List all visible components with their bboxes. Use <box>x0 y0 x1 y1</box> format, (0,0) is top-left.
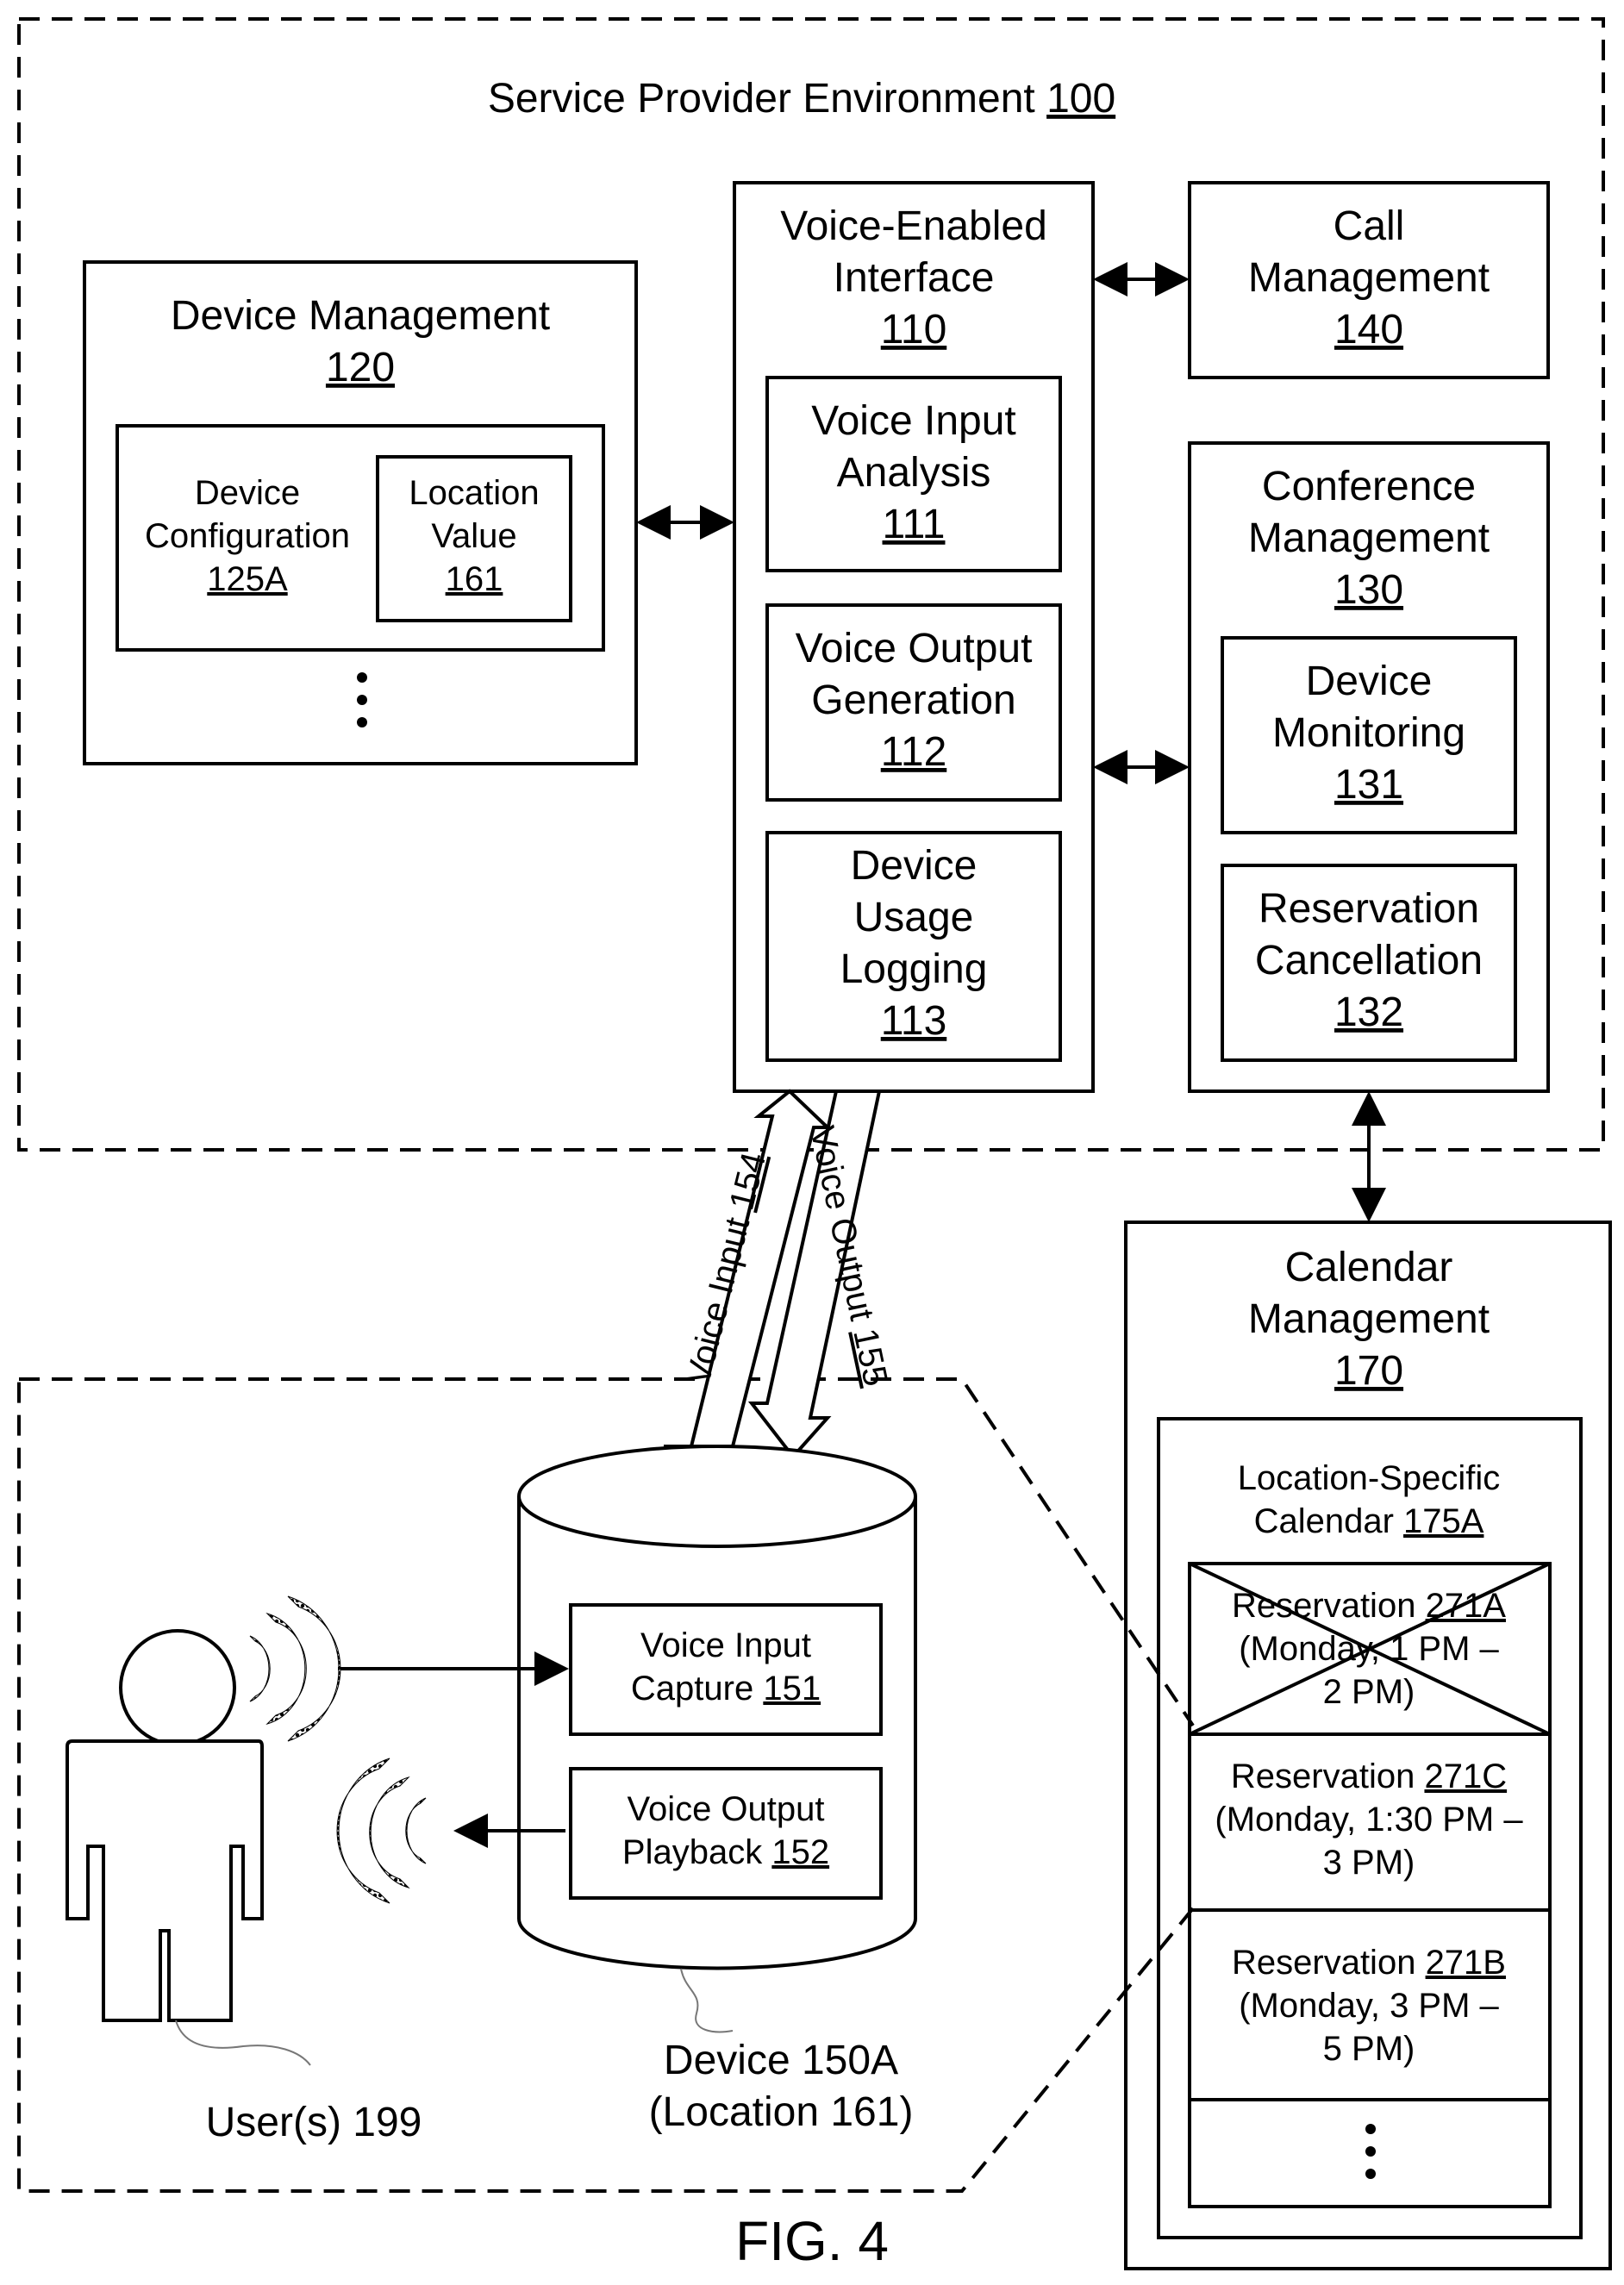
svg-text:Playback 152: Playback 152 <box>622 1833 829 1871</box>
user-caption: User(s) 199 <box>206 2100 422 2145</box>
speech-waves-icon <box>250 1596 340 1741</box>
svg-text:Voice Output: Voice Output <box>627 1790 824 1828</box>
svg-text:Calendar: Calendar <box>1285 1245 1453 1290</box>
ref-170: 170 <box>1334 1348 1403 1394</box>
reservation-cancellation-box: Reservation Cancellation 132 <box>1222 865 1515 1060</box>
svg-text:Device Management: Device Management <box>171 293 550 339</box>
svg-text:Generation: Generation <box>811 677 1016 723</box>
svg-text:Voice Output: Voice Output <box>796 626 1033 671</box>
ref-120: 120 <box>326 345 395 390</box>
svg-text:Logging: Logging <box>840 946 988 992</box>
svg-text:3 PM): 3 PM) <box>1323 1844 1415 1882</box>
voice-output-generation-box: Voice Output Generation 112 <box>767 605 1060 800</box>
voice-input-capture-box: Voice Input Capture 151 <box>571 1605 881 1734</box>
figure-label: FIG. 4 <box>735 2210 889 2272</box>
svg-text:Management: Management <box>1248 1296 1490 1342</box>
reservation-271a-cancelled: Reservation 271A (Monday, 1 PM – 2 PM) <box>1190 1564 1550 1734</box>
device-cylinder: Voice Input Capture 151 Voice Output Pla… <box>519 1446 915 2032</box>
svg-text:Reservation: Reservation <box>1259 886 1479 932</box>
calendar-management-box: Calendar Management 170 Location-Specifi… <box>1126 1222 1610 2269</box>
service-provider-environment-title: Service Provider Environment 100 <box>488 76 1115 122</box>
ref-132: 132 <box>1334 990 1403 1035</box>
voice-enabled-interface-box: Voice-Enabled Interface 110 Voice Input … <box>734 183 1093 1091</box>
svg-text:Management: Management <box>1248 255 1490 301</box>
device-location-caption: (Location 161) <box>649 2089 914 2135</box>
conference-management-box: Conference Management 130 Device Monitor… <box>1190 443 1548 1091</box>
svg-text:Call: Call <box>1334 203 1405 249</box>
playback-waves-icon <box>337 1758 426 1903</box>
svg-text:Voice Input: Voice Input <box>640 1626 811 1664</box>
ref-271a: 271A <box>1426 1587 1507 1625</box>
svg-text:Reservation 271B: Reservation 271B <box>1232 1944 1506 1982</box>
voice-input-analysis-box: Voice Input Analysis 111 <box>767 378 1060 571</box>
ref-112: 112 <box>881 729 947 775</box>
svg-text:Reservation 271A: Reservation 271A <box>1232 1587 1506 1625</box>
svg-text:Reservation 271C: Reservation 271C <box>1231 1757 1507 1795</box>
device-management-box: Device Management 120 Device Configurati… <box>84 262 636 764</box>
ref-161: 161 <box>446 560 503 598</box>
voice-output-playback-box: Voice Output Playback 152 <box>571 1769 881 1898</box>
svg-text:Management: Management <box>1248 515 1490 561</box>
svg-text:Cancellation: Cancellation <box>1255 938 1483 983</box>
ref-271b: 271B <box>1426 1944 1506 1982</box>
location-value-box: Location Value 161 <box>378 457 571 621</box>
ref-271c: 271C <box>1424 1757 1507 1795</box>
ref-110: 110 <box>881 307 947 353</box>
svg-text:Voice-Enabled: Voice-Enabled <box>780 203 1047 249</box>
device-usage-logging-box: Device Usage Logging 113 <box>767 833 1060 1060</box>
ref-130: 130 <box>1334 567 1403 613</box>
svg-text:Voice Input: Voice Input <box>811 398 1016 444</box>
svg-text:Location-Specific: Location-Specific <box>1238 1459 1501 1497</box>
ref-175a: 175A <box>1403 1502 1484 1540</box>
ref-125a: 125A <box>207 560 288 598</box>
more-items-ellipsis-icon <box>357 672 367 727</box>
svg-text:Capture 151: Capture 151 <box>631 1670 821 1708</box>
ref-113: 113 <box>881 998 947 1044</box>
svg-text:Device: Device <box>195 474 300 512</box>
ref-111: 111 <box>883 502 946 547</box>
svg-text:Analysis: Analysis <box>837 450 991 496</box>
svg-text:Usage: Usage <box>854 895 974 940</box>
ref-131: 131 <box>1334 762 1403 808</box>
svg-text:Configuration: Configuration <box>145 517 350 555</box>
svg-text:Monitoring: Monitoring <box>1272 710 1465 756</box>
device-monitoring-box: Device Monitoring 131 <box>1222 638 1515 833</box>
svg-text:Conference: Conference <box>1262 464 1476 509</box>
ref-100: 100 <box>1046 76 1115 122</box>
location-specific-calendar-box: Location-Specific Calendar 175A Reservat… <box>1159 1419 1581 2238</box>
ref-140: 140 <box>1334 307 1403 353</box>
svg-text:2 PM): 2 PM) <box>1323 1673 1415 1711</box>
svg-text:Interface: Interface <box>834 255 995 301</box>
svg-text:Value: Value <box>431 517 516 555</box>
device-leader-line <box>681 1969 733 2032</box>
svg-text:Device: Device <box>1306 659 1433 704</box>
svg-text:Calendar 175A: Calendar 175A <box>1254 1502 1484 1540</box>
device-caption: Device 150A <box>664 2038 898 2083</box>
svg-text:5 PM): 5 PM) <box>1323 2030 1415 2068</box>
svg-text:Location: Location <box>409 474 539 512</box>
more-reservations-ellipsis-icon <box>1365 2124 1376 2179</box>
ref-151: 151 <box>763 1670 821 1708</box>
svg-text:(Monday, 1:30 PM –: (Monday, 1:30 PM – <box>1215 1801 1523 1839</box>
svg-text:Device: Device <box>851 843 978 889</box>
svg-text:(Monday, 3 PM –: (Monday, 3 PM – <box>1239 1987 1499 2025</box>
user-figure-icon <box>67 1631 310 2065</box>
call-management-box: Call Management 140 <box>1190 183 1548 378</box>
ref-152: 152 <box>771 1833 829 1871</box>
